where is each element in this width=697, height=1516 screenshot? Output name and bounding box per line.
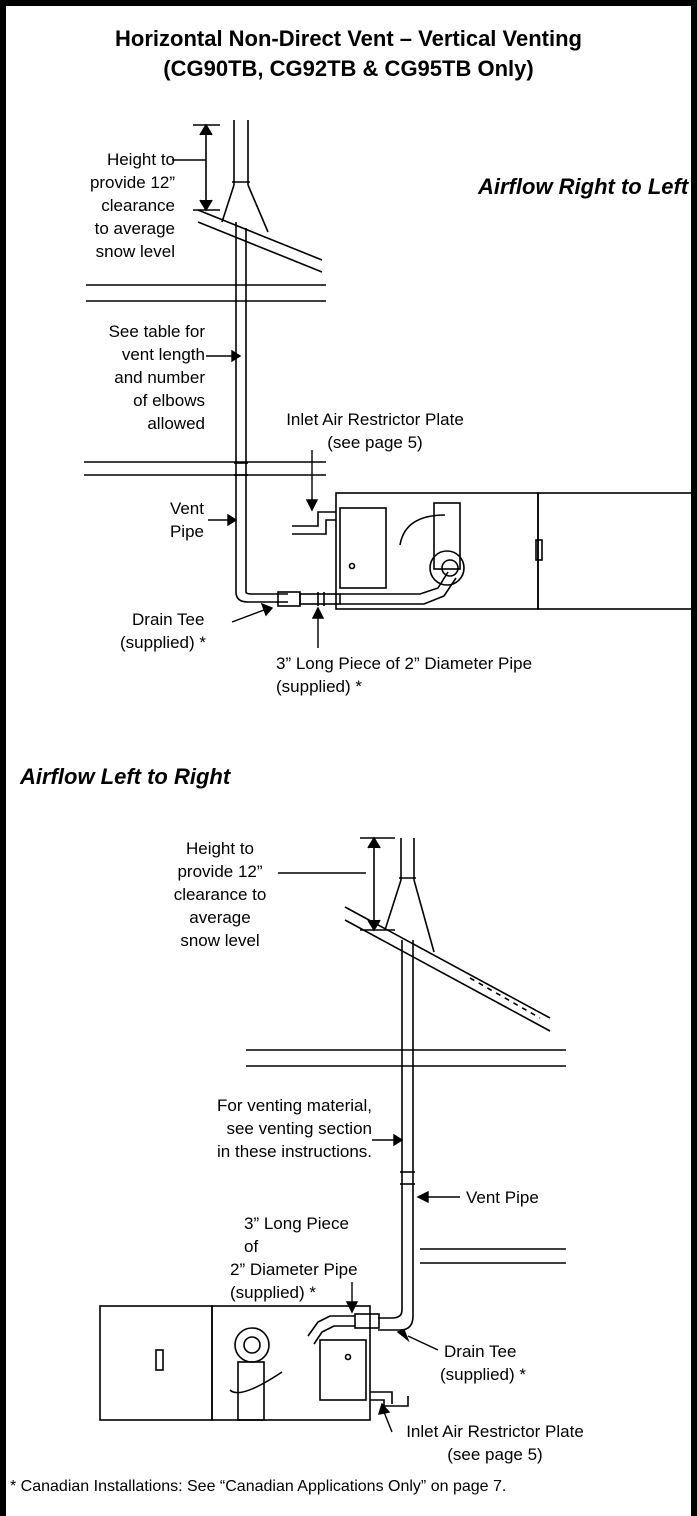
height-label-top-line: provide 12” (89, 173, 175, 192)
floor-lines-top (84, 284, 326, 476)
furnace-top (335, 492, 697, 610)
height-label-top-line: to average (94, 219, 175, 238)
restrictor-label-bottom: Inlet Air Restrictor Plate (see page 5) (380, 1420, 610, 1466)
horizontal-pipe-bottom (307, 1313, 380, 1345)
title-line-2: (CG90TB, CG92TB & CG95TB Only) (163, 56, 534, 81)
long-piece-label-bottom: 3” Long Piece of 2” Diameter Pipe (suppl… (230, 1212, 360, 1304)
table-label-line: See table for (108, 322, 205, 341)
table-label-line: of elbows (133, 391, 205, 410)
height-label-top-line: snow level (95, 242, 175, 261)
long-piece-label-top-line: (supplied) * (276, 677, 362, 696)
drain-tee-label-bottom: Drain Tee (supplied) * (440, 1340, 570, 1386)
drain-tee-label-top: Drain Tee (supplied) * (120, 608, 260, 654)
drain-tee-label-bottom-line: Drain Tee (444, 1342, 517, 1361)
vent-pipe-bottom (378, 940, 415, 1331)
restrictor-label-bottom-line: Inlet Air Restrictor Plate (406, 1422, 584, 1441)
restrictor-label-top-line: (see page 5) (327, 433, 423, 452)
long-piece-label-top-line: 3” Long Piece of 2” Diameter Pipe (276, 654, 533, 673)
height-label-bottom-line: average (189, 908, 251, 927)
long-piece-label-bottom-line: 3” Long Piece of (244, 1214, 349, 1256)
drain-tee-label-top-line: (supplied) * (120, 633, 206, 652)
restrictor-label-top: Inlet Air Restrictor Plate (see page 5) (260, 408, 490, 454)
table-label-line: vent length (121, 345, 205, 364)
title-line-1: Horizontal Non-Direct Vent – Vertical Ve… (115, 26, 582, 51)
roof-bottom (344, 906, 551, 1032)
footnote: * Canadian Installations: See “Canadian … (10, 1478, 507, 1495)
restrictor-label-bottom-line: (see page 5) (447, 1445, 543, 1464)
height-label-top: Height to provide 12” clearance to avera… (40, 148, 175, 263)
long-piece-label-top: 3” Long Piece of 2” Diameter Pipe (suppl… (276, 652, 606, 698)
horizontal-pipe-top (277, 571, 457, 607)
height-label-bottom-line: snow level (180, 931, 260, 950)
height-label-bottom-line: clearance to (173, 885, 267, 904)
inlet-pipe-top (292, 511, 336, 535)
height-dimension-top (172, 123, 220, 212)
drain-tee-label-top-line: Drain Tee (132, 610, 205, 629)
drain-tee-label-bottom-line: (supplied) * (440, 1365, 526, 1384)
vent-pipe-label-top: Vent Pipe (100, 497, 204, 543)
venting-material-label-line: in these instructions. (217, 1142, 372, 1161)
vent-pipe-label-top-line: Vent (169, 499, 204, 518)
height-label-bottom-line: provide 12” (177, 862, 263, 881)
height-label-bottom: Height to provide 12” clearance to avera… (160, 837, 280, 952)
heading-airflow-left-to-right: Airflow Left to Right (20, 764, 231, 789)
vent-pipe-label-top-line: Pipe (169, 522, 204, 541)
vent-cap-bottom (384, 838, 435, 953)
vent-cap-top (221, 120, 269, 233)
floor-lines-bottom (246, 1049, 566, 1264)
long-piece-label-bottom-line: 2” Diameter Pipe (230, 1260, 358, 1279)
table-label-line: allowed (147, 414, 205, 433)
table-label: See table for vent length and number of … (40, 320, 205, 435)
venting-material-label-line: see venting section (226, 1119, 372, 1138)
restrictor-label-top-line: Inlet Air Restrictor Plate (286, 410, 464, 429)
venting-material-label-line: For venting material, (217, 1096, 372, 1115)
height-label-top-line: clearance (101, 196, 175, 215)
heading-airflow-right-to-left: Airflow Right to Left (478, 174, 689, 199)
venting-material-label: For venting material, see venting sectio… (100, 1094, 372, 1163)
vent-pipe-label-bottom: Vent Pipe (466, 1188, 539, 1207)
furnace-bottom (99, 1305, 371, 1421)
height-label-top-line: Height to (106, 150, 175, 169)
inlet-pipe-bottom (370, 1391, 409, 1407)
table-label-line: and number (114, 368, 205, 387)
long-piece-label-bottom-line: (supplied) * (230, 1283, 316, 1302)
height-label-bottom-line: Height to (185, 839, 255, 858)
roof-top (197, 209, 323, 273)
